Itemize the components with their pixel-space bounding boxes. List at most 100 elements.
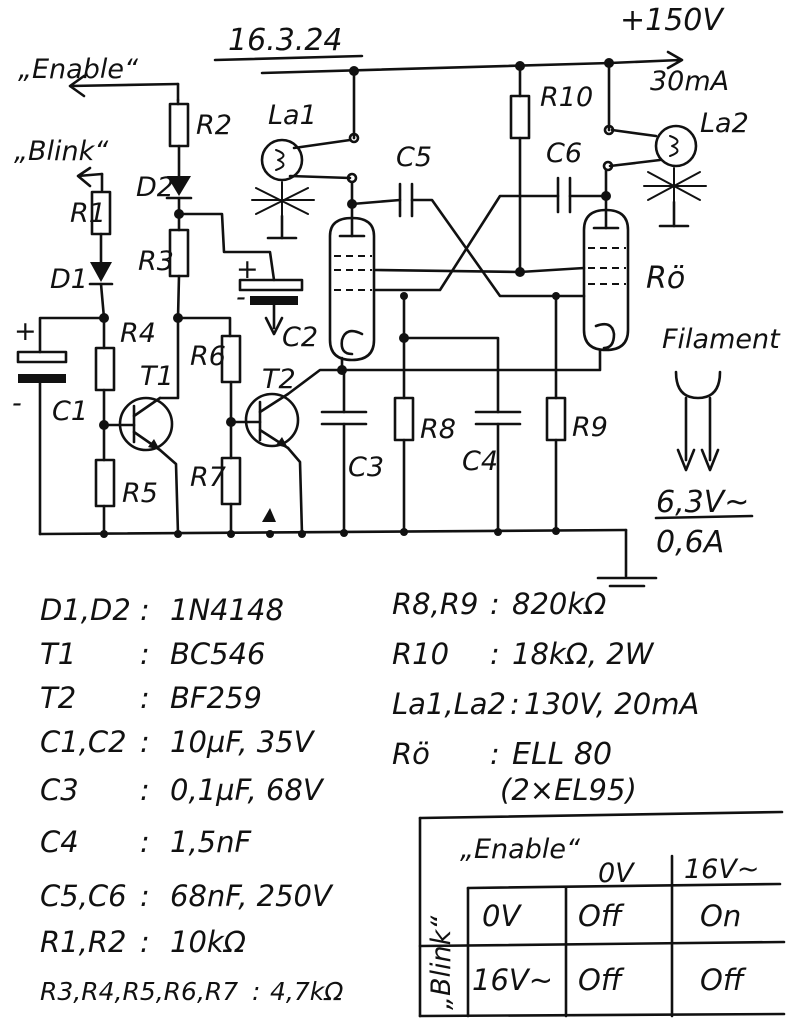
r5-label: R5 xyxy=(122,478,158,509)
c3-capacitor xyxy=(320,368,368,535)
parts-row: D1,D2 : 1N4148 xyxy=(40,593,284,627)
part-sep: : xyxy=(140,681,150,715)
c2-label: C2 xyxy=(282,322,318,353)
r8-label: R8 xyxy=(420,414,456,445)
part-sep: : xyxy=(140,825,150,859)
r1-label: R1 xyxy=(70,198,106,229)
c1-label: C1 xyxy=(52,396,88,427)
c2-capacitor-plate xyxy=(238,278,304,292)
la1-label: La1 xyxy=(268,100,317,131)
tube-left xyxy=(328,180,376,362)
t1-label: T1 xyxy=(140,361,174,392)
r2-resistor xyxy=(168,102,190,148)
parts-row: La1,La2 : 130V, 20mA xyxy=(392,687,699,721)
parts-row: T1 : BC546 xyxy=(40,637,266,671)
part-value: 4,7kΩ xyxy=(270,977,343,1006)
c1-minus: - xyxy=(12,388,22,419)
c4-label: C4 xyxy=(462,446,498,477)
d1-label: D1 xyxy=(50,264,88,295)
part-ref: R1,R2 xyxy=(40,925,126,959)
part-value: 820kΩ xyxy=(512,587,606,621)
r8-resistor xyxy=(393,396,415,442)
truth-table-cell: Off xyxy=(578,963,625,997)
date-label: 16.3.24 xyxy=(228,23,343,58)
t2-label: T2 xyxy=(262,364,296,395)
part-ref: R3,R4,R5,R6,R7 xyxy=(40,977,238,1006)
part-sep: : xyxy=(140,725,150,759)
la1-lamp xyxy=(251,69,360,240)
part-value: 10µF, 35V xyxy=(170,725,316,759)
truth-table-cell: On xyxy=(700,899,741,933)
truth-table-cell: Off xyxy=(700,963,747,997)
c2-plus: + xyxy=(236,254,259,285)
r2-label: R2 xyxy=(196,110,232,141)
part-sep: : xyxy=(140,637,150,671)
d2-label: D2 xyxy=(136,172,174,203)
part-value: 18kΩ, 2W xyxy=(512,637,655,671)
c6-capacitor xyxy=(372,176,608,292)
filament-label: Filament xyxy=(662,324,781,355)
part-sep: : xyxy=(140,593,150,627)
part-value: (2×EL95) xyxy=(500,773,637,807)
r4-resistor xyxy=(94,346,116,392)
part-sep: : xyxy=(510,687,520,721)
enable-input xyxy=(68,74,180,102)
c6-label: C6 xyxy=(546,138,582,169)
blink-label: „Blink“ xyxy=(14,136,109,167)
c5-label: C5 xyxy=(396,142,432,173)
part-sep: : xyxy=(140,879,150,913)
c5-capacitor xyxy=(350,182,586,298)
truth-table-col-header: „Enable“ xyxy=(460,834,581,865)
c1-capacitor-plate xyxy=(16,350,68,364)
part-ref: T2 xyxy=(40,681,76,715)
enable-label: „Enable“ xyxy=(18,54,139,85)
blink-input xyxy=(76,166,104,192)
t1-transistor xyxy=(102,316,180,536)
d2-diode xyxy=(167,176,191,196)
part-ref: C4 xyxy=(40,825,79,859)
parts-row: C3 : 0,1µF, 68V xyxy=(40,773,325,807)
filament-voltage-label: 6,3V~ xyxy=(656,485,749,520)
r3-label: R3 xyxy=(138,246,174,277)
truth-table: „Enable“ 0V 16V~ „Blink“ 0V Off On 16V~ … xyxy=(418,810,786,1018)
part-ref: R10 xyxy=(392,637,449,671)
r10-resistor xyxy=(509,94,531,140)
r4-label: R4 xyxy=(120,318,156,349)
part-ref: C1,C2 xyxy=(40,725,127,759)
parts-row: R10 : 18kΩ, 2W xyxy=(392,637,655,671)
part-value: 130V, 20mA xyxy=(524,687,699,721)
r9-label: R9 xyxy=(572,412,608,443)
parts-row: R8,R9 : 820kΩ xyxy=(392,587,606,621)
la2-lamp xyxy=(602,61,707,228)
date-underline xyxy=(213,54,364,62)
part-sep: : xyxy=(490,587,500,621)
filament-heater xyxy=(674,370,722,472)
parts-row: C5,C6 : 68nF, 250V xyxy=(40,879,334,913)
supply-voltage-label: +150V xyxy=(620,3,725,38)
parts-list-right: R8,R9 : 820kΩ R10 : 18kΩ, 2W La1,La2 : 1… xyxy=(392,587,699,807)
ground-rail xyxy=(38,508,658,588)
c1-plus: + xyxy=(14,316,37,347)
part-value: BF259 xyxy=(170,681,262,715)
c4-capacitor xyxy=(402,336,522,534)
part-ref: C3 xyxy=(40,773,79,807)
parts-row: C4 : 1,5nF xyxy=(40,825,252,859)
t2-transistor xyxy=(229,368,344,536)
truth-table-row-0-label: 0V xyxy=(482,899,522,933)
filament-voltage-underline xyxy=(654,514,754,520)
part-sep: : xyxy=(252,977,260,1006)
r6-label: R6 xyxy=(190,341,226,372)
truth-table-col-1: 16V~ xyxy=(684,854,759,885)
part-ref: D1,D2 xyxy=(40,593,131,627)
parts-row: C1,C2 : 10µF, 35V xyxy=(40,725,316,759)
part-ref: T1 xyxy=(40,637,76,671)
truth-table-cell: Off xyxy=(578,899,625,933)
part-value: 1,5nF xyxy=(170,825,252,859)
supply-current-label: 30mA xyxy=(650,66,729,97)
r9-resistor xyxy=(545,396,567,442)
part-sep: : xyxy=(140,773,150,807)
part-value: 0,1µF, 68V xyxy=(170,773,325,807)
filament-current-label: 0,6A xyxy=(656,525,724,560)
